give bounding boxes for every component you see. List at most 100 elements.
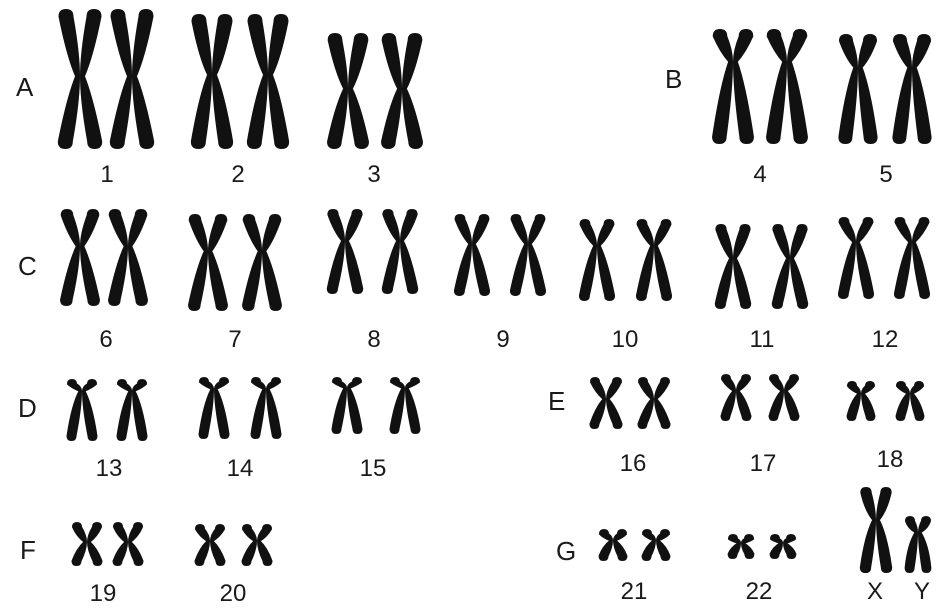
chromosome-9-copy-1 [455, 215, 489, 295]
chromosome-pair-16 [590, 378, 669, 428]
chromosome-19-copy-1 [73, 523, 102, 565]
chromatid-right [267, 378, 281, 438]
chromosome-label-18: 18 [877, 448, 904, 472]
chromatid-left [580, 220, 596, 300]
chromosome-pair-14 [200, 378, 281, 438]
chromatid-left [391, 378, 405, 433]
chromatid-left [861, 488, 875, 572]
chromosome-21-copy-1 [600, 530, 627, 560]
chromatid-left [118, 380, 132, 440]
chromatid-right [785, 375, 799, 420]
chromatid-right [401, 210, 417, 293]
chromatid-right [209, 215, 227, 310]
chromatid-right [129, 210, 147, 305]
chromosome-label-11: 11 [750, 328, 775, 352]
chromatid-right [655, 220, 671, 300]
chromosome-pair-5 [839, 35, 930, 143]
chromatid-right [129, 523, 143, 565]
chromatid-right [598, 220, 614, 300]
chromatid-left [243, 525, 257, 565]
chromosome-pair-8 [328, 210, 417, 293]
chromosome-19-copy-2 [114, 523, 143, 565]
chromatid-right [258, 525, 272, 565]
chromatid-right [529, 215, 545, 295]
chromosome-1-copy-1 [59, 10, 101, 148]
chromatid-left [328, 34, 347, 148]
chromatid-left [109, 210, 127, 305]
chromatid-left [713, 30, 732, 143]
chromosome-1-copy-2 [111, 10, 153, 148]
chromosome-label-y: Y [914, 580, 930, 604]
chromatid-left [511, 215, 527, 295]
chromatid-right [862, 382, 874, 420]
chromatid-right [911, 382, 923, 420]
chromatid-right [913, 218, 929, 298]
chromatid-right [81, 10, 101, 148]
chromosome-21-copy-2 [643, 530, 670, 560]
chromosome-pair-6 [61, 210, 147, 305]
chromatid-right [406, 378, 420, 433]
chromatid-right [88, 523, 102, 565]
chromatid-right [913, 35, 931, 143]
chromosome-pair-22 [729, 535, 796, 558]
chromatid-left [770, 375, 784, 420]
chromatid-left [716, 225, 732, 308]
chromatid-right [734, 30, 753, 143]
chromatid-right [919, 517, 930, 572]
chromosome-16-copy-1 [590, 378, 621, 428]
chromatid-right [263, 215, 281, 310]
chromosome-Y-copy-1 [906, 517, 931, 572]
chromosome-7-copy-2 [243, 215, 281, 310]
chromosome-pair-2 [192, 15, 288, 148]
chromosome-label-17: 17 [750, 452, 777, 476]
chromosome-label-x: X [867, 580, 883, 604]
chromosome-pair-3 [328, 34, 422, 148]
chromatid-right [859, 35, 877, 143]
chromosome-8-copy-2 [383, 210, 417, 293]
chromosome-pair-12 [839, 218, 929, 298]
chromatid-right [81, 210, 99, 305]
chromosome-pair-1 [59, 10, 153, 148]
chromatid-left [895, 218, 911, 298]
chromosome-17-copy-1 [722, 375, 751, 420]
group-label-g: G [556, 538, 576, 564]
chromatid-right [133, 10, 153, 148]
chromosome-X-copy-1 [861, 488, 891, 572]
chromatid-left [333, 378, 347, 433]
group-label-f: F [20, 537, 36, 563]
chromosome-pair-19 [73, 523, 143, 565]
chromosome-5-copy-1 [839, 35, 876, 143]
chromosome-label-6: 6 [99, 328, 112, 352]
chromatid-right [877, 488, 891, 572]
chromatid-left [248, 15, 267, 148]
chromatid-right [349, 34, 368, 148]
chromosome-label-16: 16 [620, 452, 647, 476]
chromosome-label-15: 15 [360, 457, 387, 481]
chromosome-label-1: 1 [100, 163, 113, 187]
chromatid-right [737, 375, 751, 420]
chromatid-right [348, 378, 362, 433]
chromatid-left [897, 382, 909, 420]
chromatid-left [906, 517, 917, 572]
chromatid-left [638, 378, 653, 428]
chromatid-right [403, 34, 422, 148]
chromosome-pair-20 [196, 525, 272, 565]
chromatid-left [73, 523, 87, 565]
chromatid-right [734, 225, 750, 308]
chromosome-label-13: 13 [96, 457, 123, 481]
chromosome-13-copy-1 [68, 380, 97, 440]
chromatid-left [192, 15, 211, 148]
chromatid-right [473, 215, 489, 295]
chromosome-15-copy-2 [391, 378, 420, 433]
chromosome-12-copy-2 [895, 218, 929, 298]
chromatid-left [729, 535, 740, 558]
chromosome-label-12: 12 [872, 328, 899, 352]
chromosome-2-copy-2 [248, 15, 288, 148]
chromatid-left [455, 215, 471, 295]
chromatid-left [114, 523, 128, 565]
chromosome-14-copy-2 [252, 378, 281, 438]
chromatid-left [196, 525, 210, 565]
chromosome-label-8: 8 [367, 328, 380, 352]
chromosome-label-5: 5 [879, 163, 892, 187]
